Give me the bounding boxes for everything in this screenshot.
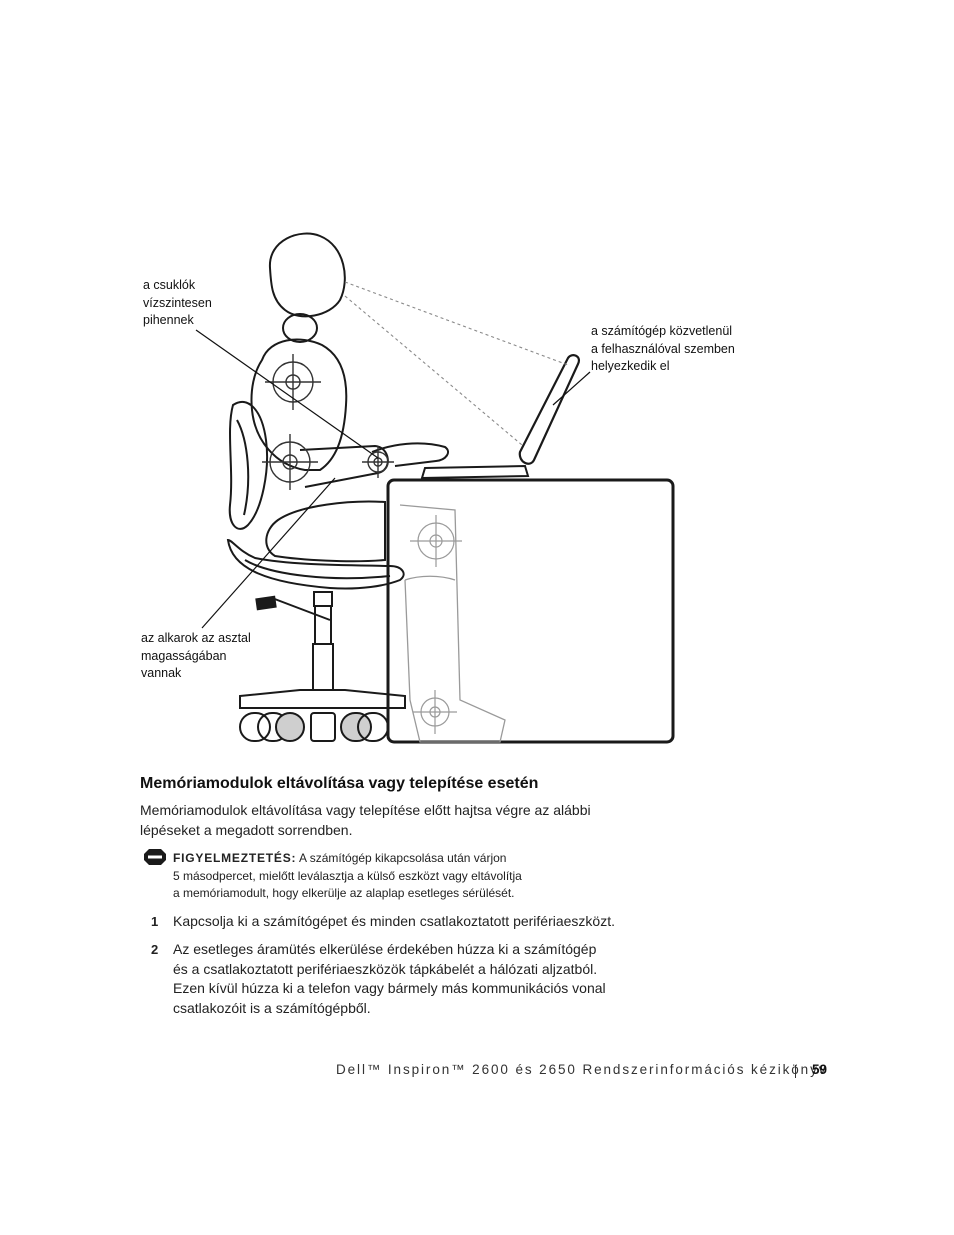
callout-screen-line: helyezkedik el <box>591 359 670 373</box>
step-text: Az esetleges áramütés elkerülése érdekéb… <box>173 940 606 1018</box>
step-line: csatlakozóit is a számítógépből. <box>173 999 371 1016</box>
callout-screen-line: a számítógép közvetlenül <box>591 324 733 338</box>
section-heading: Memóriamodulok eltávolítása vagy telepít… <box>140 775 539 792</box>
step-line: Az esetleges áramütés elkerülése érdekéb… <box>173 941 597 957</box>
callout-forearms-line: az alkarok az asztal <box>141 631 251 645</box>
intro-line: lépéseket a megadott sorrendben. <box>140 822 353 838</box>
chair-seat <box>226 538 405 590</box>
page-number: 59 <box>812 1062 828 1077</box>
callout-wrists-line: pihennek <box>143 313 194 327</box>
callout-screen-line: a felhasználóval szemben <box>591 341 735 356</box>
section-intro: Memóriamodulok eltávolítása vagy telepít… <box>140 800 591 840</box>
chair-column-top <box>313 591 333 607</box>
laptop-base <box>420 464 530 480</box>
notice-line: a memóriamodult, hogy elkerülje az alapl… <box>173 886 515 900</box>
notice-label: FIGYELMEZTETÉS: <box>173 851 297 865</box>
callout-forearms-line: magasságában <box>141 648 227 663</box>
chair-back <box>228 400 269 530</box>
step-text: Kapcsolja ki a számítógépet és minden cs… <box>173 912 615 932</box>
callout-wrists-line: a csuklók <box>143 278 196 292</box>
intro-line: Memóriamodulok eltávolítása vagy telepít… <box>140 802 591 818</box>
figure-neck <box>282 313 318 343</box>
chair-column <box>314 605 332 645</box>
figure-head <box>268 232 346 318</box>
step-line: Ezen kívül húzza ki a telefon vagy bárme… <box>173 980 606 996</box>
step-line: és a csatlakoztatott perifériaeszközök t… <box>173 960 598 977</box>
leader-screen <box>552 371 591 406</box>
notice-line: A számítógép kikapcsolása után várjon <box>299 851 507 865</box>
ergonomics-illustration <box>195 232 675 744</box>
figure-thigh <box>265 500 386 563</box>
callout-forearms-line: vannak <box>141 666 182 680</box>
notice-text: FIGYELMEZTETÉS: A számítógép kikapcsolás… <box>173 850 522 903</box>
leader-forearms <box>201 477 336 629</box>
callout-forearms: az alkarok az asztal magasságában vannak <box>141 630 251 683</box>
step-line: Kapcsolja ki a számítógépet és minden cs… <box>173 913 615 929</box>
footer-title: Dell™ Inspiron™ 2600 és 2650 Rendszerinf… <box>336 1062 828 1077</box>
chair-base <box>239 689 406 709</box>
laptop-screen <box>518 354 580 465</box>
callout-wrists: a csuklók vízszintesen pihennek <box>143 277 212 330</box>
footer-separator <box>795 1065 796 1078</box>
notice-icon <box>144 849 166 865</box>
leader-wrists <box>195 329 379 459</box>
step-number: 2 <box>151 942 159 957</box>
figure-torso <box>250 338 348 471</box>
notice-line: 5 másodpercet, mielőtt leválasztja a kül… <box>173 868 522 883</box>
figure-hand <box>371 442 449 467</box>
callout-screen: a számítógép közvetlenül a felhasználóva… <box>591 323 735 376</box>
step-number: 1 <box>151 914 159 929</box>
desk <box>386 478 675 744</box>
callout-wrists-line: vízszintesen <box>143 295 212 310</box>
